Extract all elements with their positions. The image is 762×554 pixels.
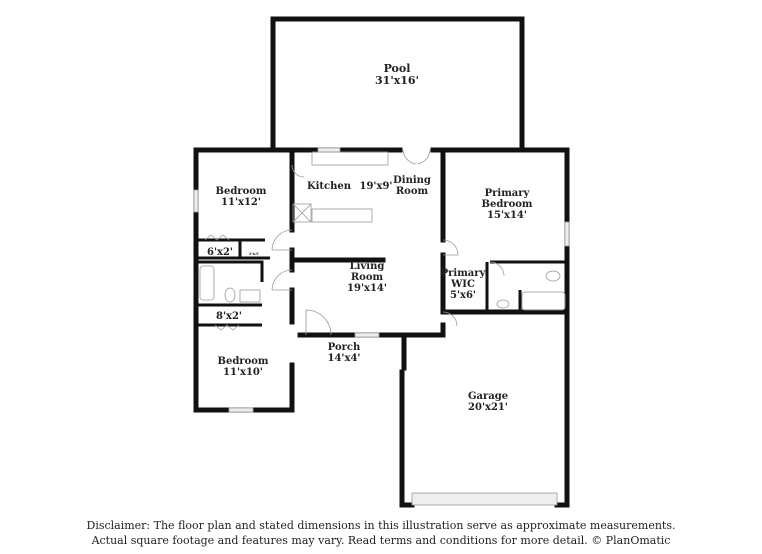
sink	[239, 289, 261, 303]
room-dimensions: 15'x14'	[487, 210, 527, 221]
wall	[297, 322, 446, 338]
door[interactable]	[402, 149, 431, 165]
room-dimensions: 11'x12'	[221, 197, 261, 208]
room-dimensions: 20'x21'	[468, 402, 508, 413]
toilet	[545, 270, 561, 282]
room-dimensions: 11'x10'	[223, 367, 263, 378]
room-labels: Pool31'x16'19'x9'KitchenDiningRoomBedroo…	[207, 62, 533, 413]
bathtub	[521, 291, 566, 311]
room-dimensions: 14'x4'	[328, 353, 361, 364]
bathtub	[199, 265, 215, 301]
window	[564, 221, 570, 247]
room-name: Kitchen	[307, 181, 352, 192]
pool-wall	[270, 16, 525, 153]
kitchen-counter	[311, 208, 373, 223]
room-name: Primary	[441, 268, 487, 279]
sink	[496, 299, 510, 309]
window	[193, 189, 199, 213]
door[interactable]	[442, 311, 458, 327]
room-dimensions: 19'x14'	[347, 283, 387, 294]
room-name: Garage	[468, 391, 508, 402]
room-name: Room	[396, 186, 429, 197]
room-dimensions: 19'x9'	[360, 181, 393, 192]
room-name: Porch	[328, 342, 361, 353]
wall	[485, 260, 567, 312]
room-dimensions: 5'x6'	[450, 290, 476, 301]
exterior-wall	[193, 147, 570, 508]
room-name: Dining	[393, 175, 431, 186]
closet-door[interactable]	[204, 234, 240, 331]
room-dimensions: 6'x2'	[207, 247, 233, 258]
room-name: Living	[350, 261, 385, 272]
door[interactable]	[271, 269, 293, 291]
garage-door[interactable]	[411, 492, 558, 506]
door[interactable]	[305, 309, 332, 336]
room-name: WIC	[450, 279, 475, 290]
room-name: Bedroom	[218, 356, 269, 367]
door[interactable]	[291, 164, 305, 178]
kitchen-counter	[311, 151, 389, 166]
room-dimensions: 31'x16'	[375, 74, 419, 87]
door[interactable]	[489, 261, 505, 277]
disclaimer: Disclaimer: The floor plan and stated di…	[0, 518, 762, 548]
room-name: Bedroom	[482, 199, 533, 210]
disclaimer-line-2: Actual square footage and features may v…	[91, 534, 671, 547]
room-name: Primary	[485, 188, 531, 199]
garage-wall	[399, 332, 570, 508]
window	[228, 407, 254, 413]
wall	[196, 238, 270, 327]
room-dimensions: 3'x3'	[249, 251, 259, 256]
room-name: Pool	[384, 62, 411, 75]
toilet	[224, 287, 236, 303]
room-name: Room	[351, 272, 384, 283]
refrigerator	[292, 203, 312, 223]
room-dimensions: 8'x2'	[216, 311, 242, 322]
door[interactable]	[271, 229, 293, 251]
window	[317, 147, 341, 153]
door[interactable]	[442, 239, 459, 256]
disclaimer-line-1: Disclaimer: The floor plan and stated di…	[86, 519, 676, 532]
room-name: Bedroom	[216, 186, 267, 197]
window	[354, 332, 380, 338]
